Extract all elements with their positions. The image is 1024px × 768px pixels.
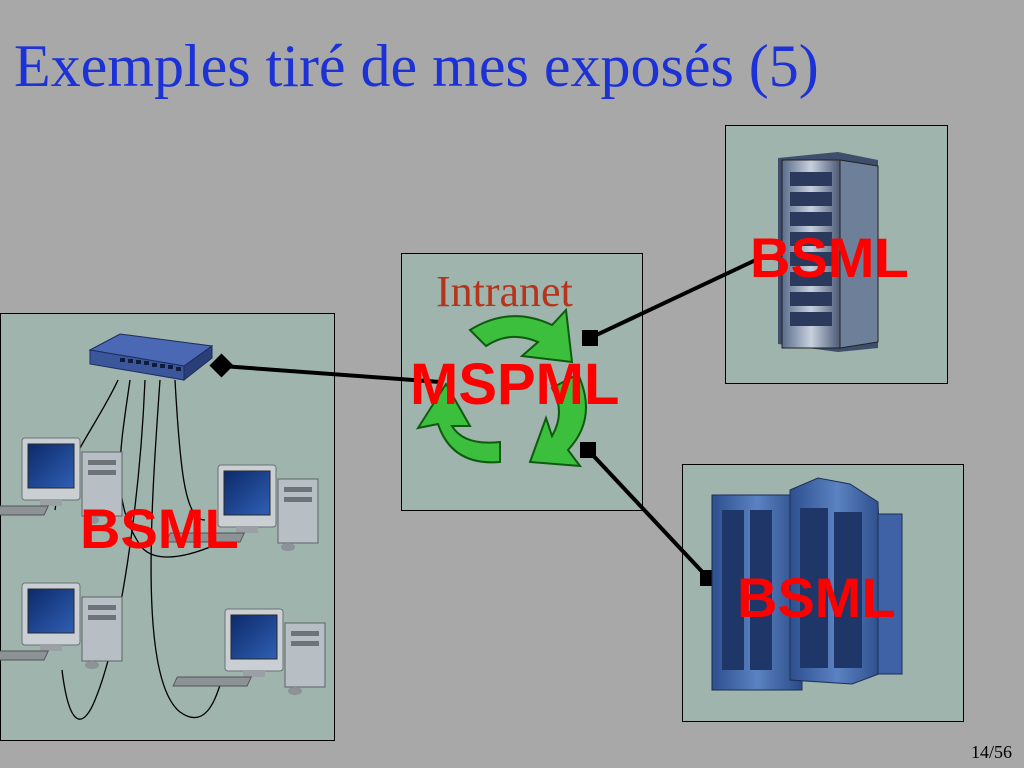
desktop-computer-icon [0,582,123,670]
server-bottom-bsml-label: BSML [737,566,896,629]
page-number: 14/56 [970,742,1012,762]
intranet-label: Intranet [436,267,573,316]
lan-cables [54,379,221,720]
slide-title: Exemples tiré de mes exposés (5) [14,33,819,99]
lan-bsml-label: BSML [80,497,239,560]
rack-server-icon [778,152,879,352]
recycle-icon [415,307,587,468]
server-top-bsml-label: BSML [750,226,909,289]
mainframe-server-icon [711,477,903,691]
desktop-computer-icon [172,608,326,696]
mspml-label: MSPML [410,352,620,417]
connector-lines [209,256,761,586]
network-switch-icon [88,333,214,382]
